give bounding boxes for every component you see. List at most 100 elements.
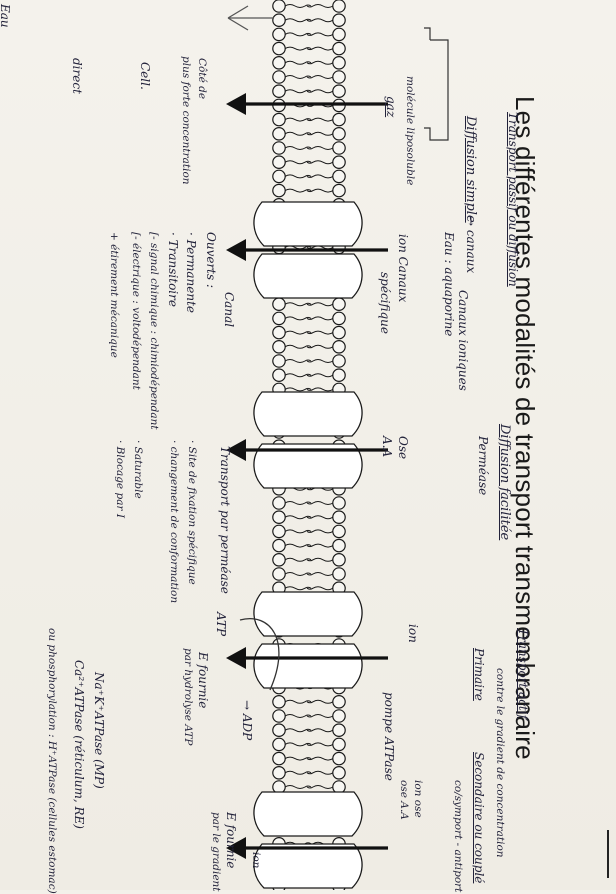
lipid-tail — [284, 515, 312, 520]
transport-protein — [253, 443, 363, 489]
note-eau: Eau — [0, 4, 12, 28]
lipid-tail — [306, 770, 334, 775]
phospholipid-head — [272, 737, 286, 752]
phospholipid-head — [272, 325, 286, 340]
phospholipid-head — [272, 0, 286, 13]
note-ion: ion — [406, 624, 420, 643]
note-concentration: plus forte concentration — [180, 56, 192, 185]
note-site-fixation: · Site de fixation spécifique — [186, 440, 198, 585]
lipid-tail — [284, 302, 312, 307]
phospholipid-head — [332, 339, 346, 354]
phospholipid-head — [272, 354, 286, 368]
note-e-fournie: E fournie — [196, 652, 210, 709]
transport-arrows — [226, 93, 388, 859]
lipid-tail — [284, 89, 312, 94]
lipid-tail — [306, 699, 334, 704]
lipid-tail — [306, 543, 334, 548]
note-transport-actif: Transport actif — [516, 628, 530, 720]
lipid-tail — [284, 756, 312, 761]
phospholipid-head — [272, 183, 286, 198]
note-ouverts: Ouverts : — [204, 232, 218, 289]
lipid-tail — [284, 359, 312, 363]
lipid-tail — [284, 373, 312, 378]
lipid-tail — [306, 785, 334, 789]
lipid-tail — [284, 557, 312, 562]
phospholipid-head — [272, 780, 286, 794]
note-ose-aa: ose A.A — [398, 780, 410, 820]
phospholipid-head — [332, 538, 346, 553]
transport-protein — [253, 791, 363, 837]
transport-protein — [253, 843, 363, 889]
phospholipid-head — [332, 765, 346, 780]
lipid-tail — [306, 32, 334, 37]
note-canaux: → canaux — [464, 216, 478, 274]
lipid-tail — [284, 174, 312, 179]
lipid-tail — [284, 742, 312, 747]
note-permease: Perméase — [476, 436, 490, 496]
lipid-tail — [306, 714, 334, 718]
note-cell: Cell. — [138, 62, 152, 90]
phospholipid-head — [272, 84, 286, 98]
note-ion-ose: ion ose — [412, 780, 424, 818]
lipid-tail — [284, 160, 312, 165]
lipid-tail — [306, 316, 334, 321]
lipid-tail — [284, 586, 312, 591]
phospholipid-head — [272, 41, 286, 56]
transport-protein — [253, 201, 363, 247]
lipid-tail — [306, 529, 334, 534]
lipid-tail — [284, 387, 312, 392]
lipid-tail — [306, 359, 334, 363]
phospholipid-head — [272, 723, 286, 737]
phospholipid-head — [332, 141, 346, 155]
lipid-tail — [284, 501, 312, 505]
phospholipid-head — [332, 567, 346, 581]
phospholipid-head — [332, 297, 346, 311]
lipid-tail — [306, 756, 334, 761]
note-atp: ATP — [214, 612, 228, 637]
phospholipid-head — [332, 55, 346, 70]
phospholipid-head — [332, 127, 346, 141]
phospholipid-head — [272, 709, 286, 723]
note-ion-canaux: ion Canaux — [396, 234, 410, 303]
phospholipid-head — [272, 510, 286, 524]
phospholipid-head — [272, 112, 286, 127]
lipid-tail — [284, 714, 312, 718]
note-permanente: · Permanente — [184, 232, 198, 314]
lipid-tail — [284, 330, 312, 335]
phospholipid-head — [332, 84, 346, 98]
note-transport-passif: Transport passif ou diffusion — [506, 112, 520, 287]
note-blocage: · Blocage par I — [114, 440, 126, 518]
note-canaux-ioniques: Canaux ioniques — [456, 290, 470, 391]
phospholipid-head — [332, 311, 346, 326]
note-specifique: spécifique — [378, 272, 392, 335]
phospholipid-head — [272, 496, 286, 510]
phospholipid-head — [332, 27, 346, 42]
note-secondaire: Secondaire ou couplé — [472, 752, 486, 884]
lipid-tail — [306, 60, 334, 65]
phospholipid-head — [272, 567, 286, 581]
phospholipid-head — [332, 751, 346, 766]
lipid-tail — [306, 387, 334, 392]
lipid-tail — [306, 131, 334, 136]
phospholipid-head — [272, 55, 286, 70]
lipid-tail — [284, 529, 312, 534]
phospholipid-head — [272, 127, 286, 141]
phospholipid-head — [332, 325, 346, 340]
phospholipid-head — [332, 694, 346, 709]
phospholipid-head — [272, 169, 286, 184]
lipid-tail — [284, 316, 312, 321]
arrow-head — [226, 647, 246, 669]
note-gradient: par le gradient — [210, 812, 222, 892]
note-gaz: gaz — [384, 96, 398, 118]
lipid-tail — [284, 18, 312, 23]
note-pompe: pompe ATPase — [382, 692, 396, 781]
lipid-tail — [306, 344, 334, 349]
note-ose: Ose — [396, 436, 410, 460]
transport-protein — [253, 391, 363, 437]
lipid-tail — [284, 75, 312, 79]
note-changement-conformation: · changement de conformation — [168, 440, 180, 604]
lipid-tail — [284, 131, 312, 136]
phospholipid-head — [332, 780, 346, 794]
lipid-tail — [284, 46, 312, 51]
